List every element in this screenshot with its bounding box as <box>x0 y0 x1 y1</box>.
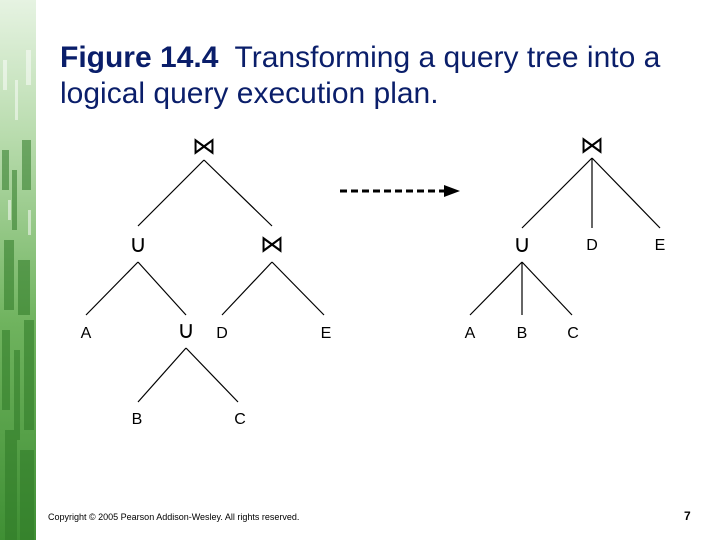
copyright-footer: Copyright © 2005 Pearson Addison-Wesley.… <box>48 512 300 522</box>
edge <box>137 261 187 316</box>
edge <box>85 261 139 316</box>
leaf-label: D <box>586 237 598 254</box>
leaf-label: C <box>567 325 579 342</box>
page-number: 7 <box>684 509 691 523</box>
figure-number: Figure 14.4 <box>60 41 219 74</box>
leaf-label: B <box>132 411 143 428</box>
leaf-label: C <box>234 411 246 428</box>
leaf-label: B <box>517 325 528 342</box>
decorative-side-image <box>0 0 36 540</box>
edge <box>591 157 661 229</box>
leaf-label: D <box>216 325 228 342</box>
join-operator: ⋈ <box>192 133 216 160</box>
edge <box>521 157 593 229</box>
leaf-label: A <box>465 325 476 342</box>
transform-arrow <box>340 185 460 197</box>
union-operator: ∪ <box>513 231 531 258</box>
edge <box>203 159 273 227</box>
figure-caption: Transforming a query tree into a logical… <box>60 41 661 110</box>
leaf-label: E <box>655 237 666 254</box>
leaf-label: A <box>81 325 92 342</box>
edge <box>137 159 205 227</box>
slide-title: Figure 14.4 Transforming a query tree in… <box>60 40 700 112</box>
edge <box>185 347 239 403</box>
edge <box>271 261 325 316</box>
leaf-label: E <box>321 325 332 342</box>
join-operator: ⋈ <box>260 231 284 258</box>
edge <box>469 261 523 316</box>
edge <box>221 261 273 316</box>
union-operator: ∪ <box>177 317 195 344</box>
edge <box>521 261 573 316</box>
edge <box>137 347 187 403</box>
union-operator: ∪ <box>129 231 147 258</box>
join-operator: ⋈ <box>580 132 604 159</box>
